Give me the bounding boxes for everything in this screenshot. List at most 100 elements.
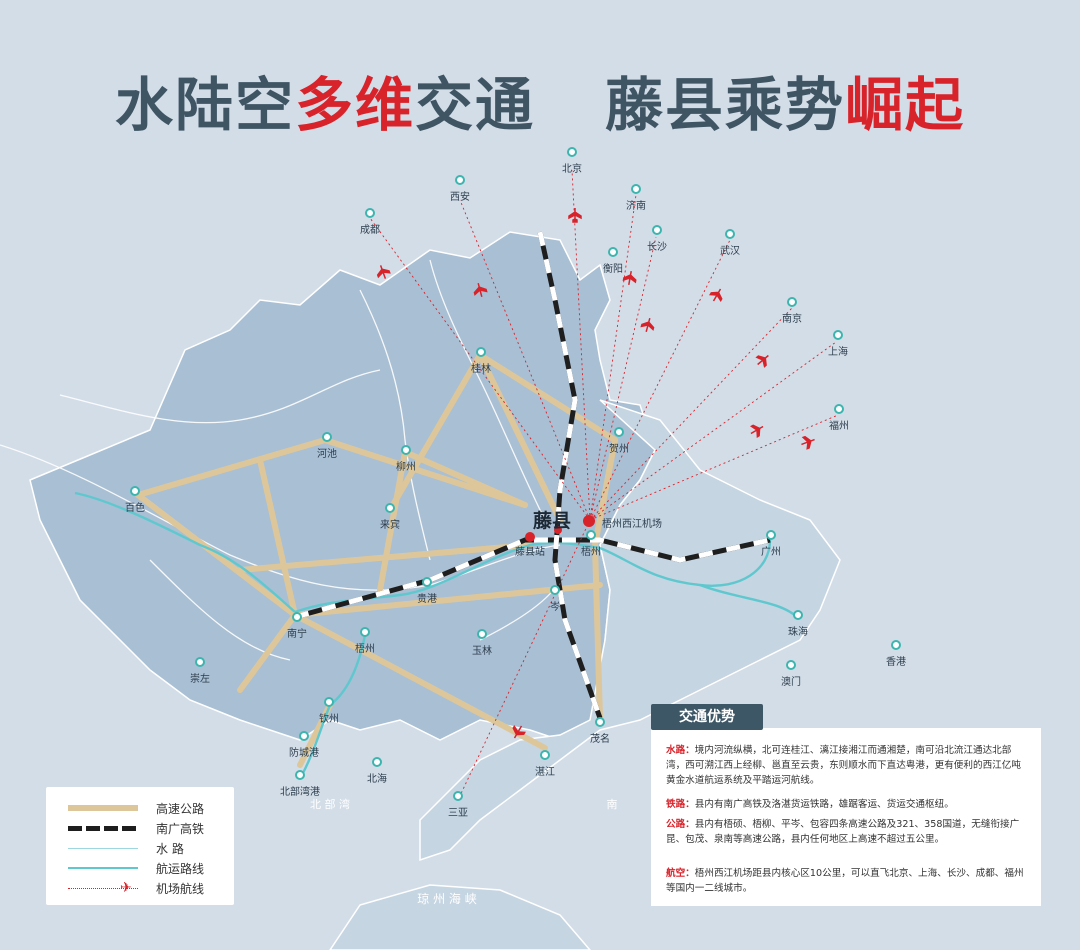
- location-pin-icon: [786, 660, 796, 670]
- plane-icon: [568, 208, 582, 223]
- plane-icons: [376, 208, 815, 739]
- para-water: 水路：境内河流纵横，北可连桂江、漓江接湘江而通湘楚，南可沿北流江通达北部湾，西可…: [666, 745, 1021, 786]
- sea-beibu: 北 部 湾: [310, 798, 350, 811]
- location-pin-icon: [372, 757, 382, 767]
- city-laibin: 来宾: [380, 520, 400, 531]
- city-wuzhou-airport: 梧州西江机场: [602, 519, 662, 530]
- city-macau: 澳门: [781, 677, 801, 688]
- city-hezhou: 贺州: [609, 444, 629, 455]
- location-pin-icon: [365, 208, 375, 218]
- location-pin-icon: [385, 503, 395, 513]
- sea-qiongzhou: 琼 州 海 峡: [417, 892, 477, 906]
- city-maoming: 茂名: [590, 734, 610, 745]
- location-pin-icon: [614, 427, 624, 437]
- station-icon: [525, 532, 535, 542]
- location-pin-icon: [725, 229, 735, 239]
- city-zhuhai: 珠海: [788, 627, 808, 638]
- location-pin-icon: [322, 432, 332, 442]
- plane-icon: [512, 724, 526, 739]
- city-hechi: 河池: [317, 449, 337, 460]
- location-pin-icon: [595, 717, 605, 727]
- city-guigang: 贵港: [417, 594, 437, 605]
- location-pin-icon: [130, 486, 140, 496]
- location-pin-icon: [586, 530, 596, 540]
- city-guilin: 桂林: [471, 364, 491, 375]
- plane-icon: [749, 424, 764, 438]
- airport-icon: [583, 515, 595, 527]
- plane-icon: [801, 435, 815, 450]
- city-tengxian: 藤县: [533, 510, 572, 532]
- location-pin-icon: [652, 225, 662, 235]
- location-pin-icon: [299, 731, 309, 741]
- location-pin-icon: [324, 697, 334, 707]
- plane-icon: [709, 288, 723, 303]
- title-part3: 交通: [414, 71, 535, 139]
- city-tengxian-station: 藤县站: [515, 547, 545, 558]
- city-shanghai: 上海: [828, 347, 848, 358]
- location-pin-icon: [477, 629, 487, 639]
- para-road: 公路：县内有梧硕、梧柳、平岑、包容四条高速公路及321、358国道，无缝衔接广昆…: [666, 819, 1020, 845]
- title-part4: 藤县乘势: [605, 71, 846, 139]
- sea-nan: 南: [606, 798, 618, 811]
- legend: 高速公路 南广高铁 水 路 航运路线 ✈ 机场航线: [46, 787, 234, 905]
- legend-highway: 高速公路: [68, 799, 238, 817]
- location-pin-icon: [550, 585, 560, 595]
- legend-rail: 南广高铁: [68, 819, 238, 837]
- city-chengdu: 成都: [360, 225, 380, 236]
- plane-icon: [376, 265, 391, 279]
- location-pin-icon: [833, 330, 843, 340]
- legend-shipping: 航运路线: [68, 859, 238, 877]
- city-pins: [130, 147, 901, 801]
- city-changsha: 长沙: [647, 242, 667, 253]
- city-fuzhou: 福州: [829, 421, 849, 432]
- location-pin-icon: [476, 347, 486, 357]
- location-pin-icon: [292, 612, 302, 622]
- city-nanjing: 南京: [782, 314, 802, 325]
- location-pin-icon: [834, 404, 844, 414]
- plane-icon: [640, 318, 655, 332]
- title-part2: 多维: [294, 71, 415, 139]
- legend-air: ✈ 机场航线: [68, 879, 238, 897]
- location-pin-icon: [567, 147, 577, 157]
- plane-icon: [755, 354, 769, 368]
- city-beijing: 北京: [562, 164, 582, 175]
- city-zhanjiang: 湛江: [535, 767, 555, 778]
- city-chongzuo: 崇左: [190, 674, 210, 685]
- location-pin-icon: [195, 657, 205, 667]
- plane-icon: ✈: [120, 880, 132, 896]
- location-pin-icon: [793, 610, 803, 620]
- city-baise: 百色: [125, 503, 145, 514]
- city-wuzhou-river: 梧州: [355, 644, 375, 655]
- city-hongkong: 香港: [886, 657, 906, 668]
- para-air: 航空：梧州西江机场距县内核心区10公里，可以直飞北京、上海、长沙、成都、福州等国…: [666, 868, 1024, 894]
- city-hengyang: 衡阳: [603, 264, 623, 275]
- location-pin-icon: [455, 175, 465, 185]
- location-pin-icon: [401, 445, 411, 455]
- guangdong-region: [419, 399, 841, 862]
- city-cen: 岑: [550, 602, 560, 613]
- city-fangchenggang: 防城港: [289, 748, 319, 759]
- city-beihai: 北海: [367, 774, 387, 785]
- info-panel: 水路：境内河流纵横，北可连桂江、漓江接湘江而通湘楚，南可沿北流江通达北部湾，西可…: [651, 728, 1041, 906]
- city-xian: 西安: [450, 192, 470, 203]
- city-wuzhou: 梧州: [581, 547, 601, 558]
- city-nanning: 南宁: [287, 629, 307, 640]
- location-pin-icon: [540, 750, 550, 760]
- city-qinzhou: 钦州: [319, 714, 339, 725]
- city-beibuwan-port: 北部湾港: [280, 787, 320, 798]
- title-part5: 崛起: [845, 71, 966, 139]
- location-pin-icon: [360, 627, 370, 637]
- location-pin-icon: [608, 247, 618, 257]
- hainan-region: [329, 884, 591, 950]
- city-jinan: 济南: [626, 201, 646, 212]
- location-pin-icon: [766, 530, 776, 540]
- legend-water: 水 路: [68, 839, 238, 857]
- title-part1: 水陆空: [114, 71, 295, 139]
- city-guangzhou: 广州: [761, 547, 781, 558]
- location-pin-icon: [295, 770, 305, 780]
- panel-header: 交通优势: [651, 704, 763, 730]
- location-pin-icon: [422, 577, 432, 587]
- plane-icon: [473, 283, 488, 297]
- city-wuhan: 武汉: [720, 246, 740, 257]
- city-sanya: 三亚: [448, 808, 468, 819]
